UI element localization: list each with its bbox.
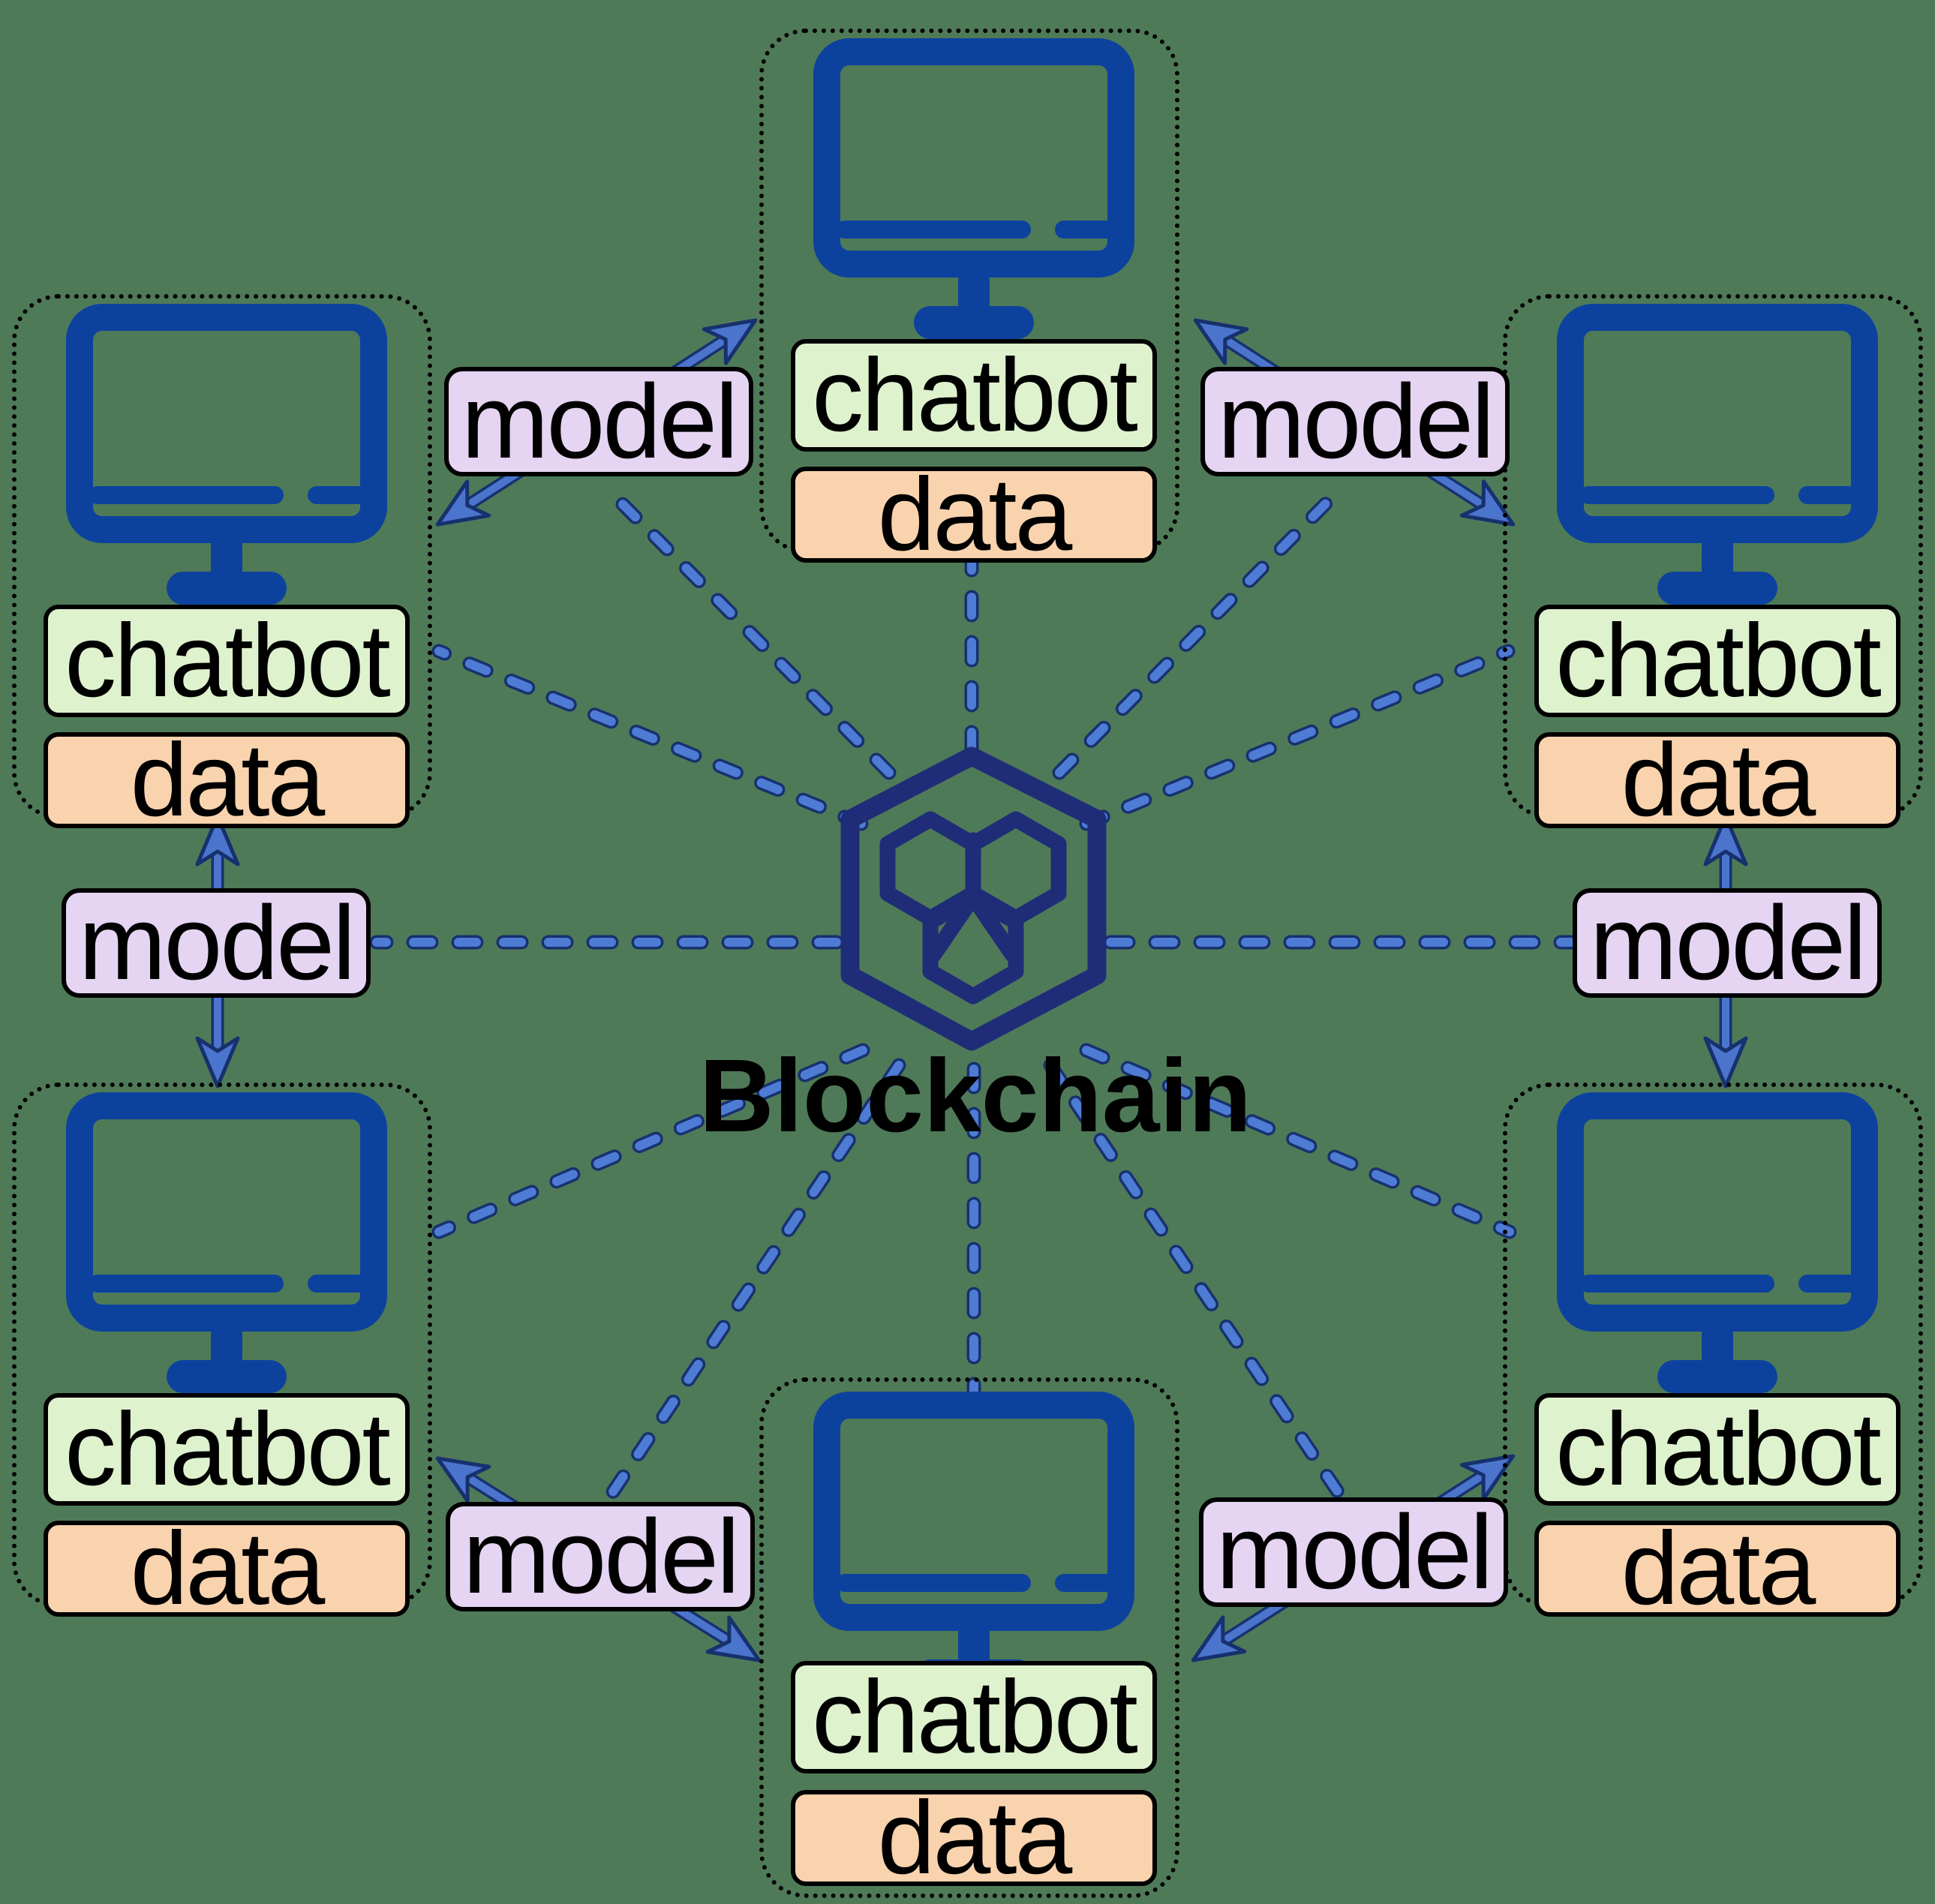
chatbot-label: chatbot bbox=[1555, 1392, 1882, 1507]
model-link-bottom-left: model bbox=[446, 1502, 755, 1611]
chatbot-label: chatbot bbox=[1555, 603, 1882, 719]
chatbot-box: chatbot bbox=[44, 1393, 410, 1506]
data-box: data bbox=[44, 1517, 410, 1620]
data-box: data bbox=[44, 728, 410, 832]
client-node-bottom-right: chatbot data bbox=[1503, 1083, 1923, 1620]
chatbot-box: chatbot bbox=[1534, 1393, 1900, 1506]
model-link-middle-left: model bbox=[62, 888, 371, 998]
client-node-top-right: chatbot data bbox=[1503, 294, 1923, 832]
data-label: data bbox=[130, 1511, 326, 1626]
data-label: data bbox=[877, 1780, 1073, 1896]
computer-icon bbox=[1557, 1092, 1878, 1393]
model-link-middle-right: model bbox=[1573, 888, 1882, 998]
data-box: data bbox=[1534, 728, 1900, 832]
data-box: data bbox=[791, 1786, 1157, 1890]
data-box: data bbox=[1534, 1517, 1900, 1620]
model-link-top-left: model bbox=[444, 367, 753, 476]
client-node-bottom-left: chatbot data bbox=[12, 1083, 432, 1620]
computer-icon bbox=[813, 38, 1134, 339]
chatbot-box: chatbot bbox=[791, 339, 1157, 452]
data-label: data bbox=[877, 457, 1073, 572]
chatbot-label: chatbot bbox=[812, 338, 1138, 453]
data-label: data bbox=[1621, 722, 1816, 838]
client-node-top-left: chatbot data bbox=[12, 294, 432, 832]
client-node-bottom: chatbot data bbox=[759, 1377, 1179, 1898]
data-label: data bbox=[1621, 1511, 1816, 1626]
computer-icon bbox=[66, 304, 387, 605]
chatbot-label: chatbot bbox=[65, 603, 391, 719]
chatbot-label: chatbot bbox=[65, 1392, 391, 1507]
computer-icon bbox=[813, 1392, 1134, 1692]
computer-icon bbox=[66, 1092, 387, 1393]
data-label: data bbox=[130, 722, 326, 838]
computer-icon bbox=[1557, 304, 1878, 605]
chatbot-box: chatbot bbox=[1534, 605, 1900, 717]
data-box: data bbox=[791, 463, 1157, 566]
model-link-top-right: model bbox=[1200, 367, 1510, 476]
client-node-top: chatbot data bbox=[759, 29, 1179, 566]
blockchain-label: Blockchain bbox=[699, 1038, 1252, 1154]
chatbot-label: chatbot bbox=[812, 1659, 1138, 1775]
chatbot-box: chatbot bbox=[791, 1661, 1157, 1773]
blockchain-icon bbox=[840, 746, 1107, 1051]
chatbot-box: chatbot bbox=[44, 605, 410, 717]
model-link-bottom-right: model bbox=[1199, 1497, 1508, 1607]
